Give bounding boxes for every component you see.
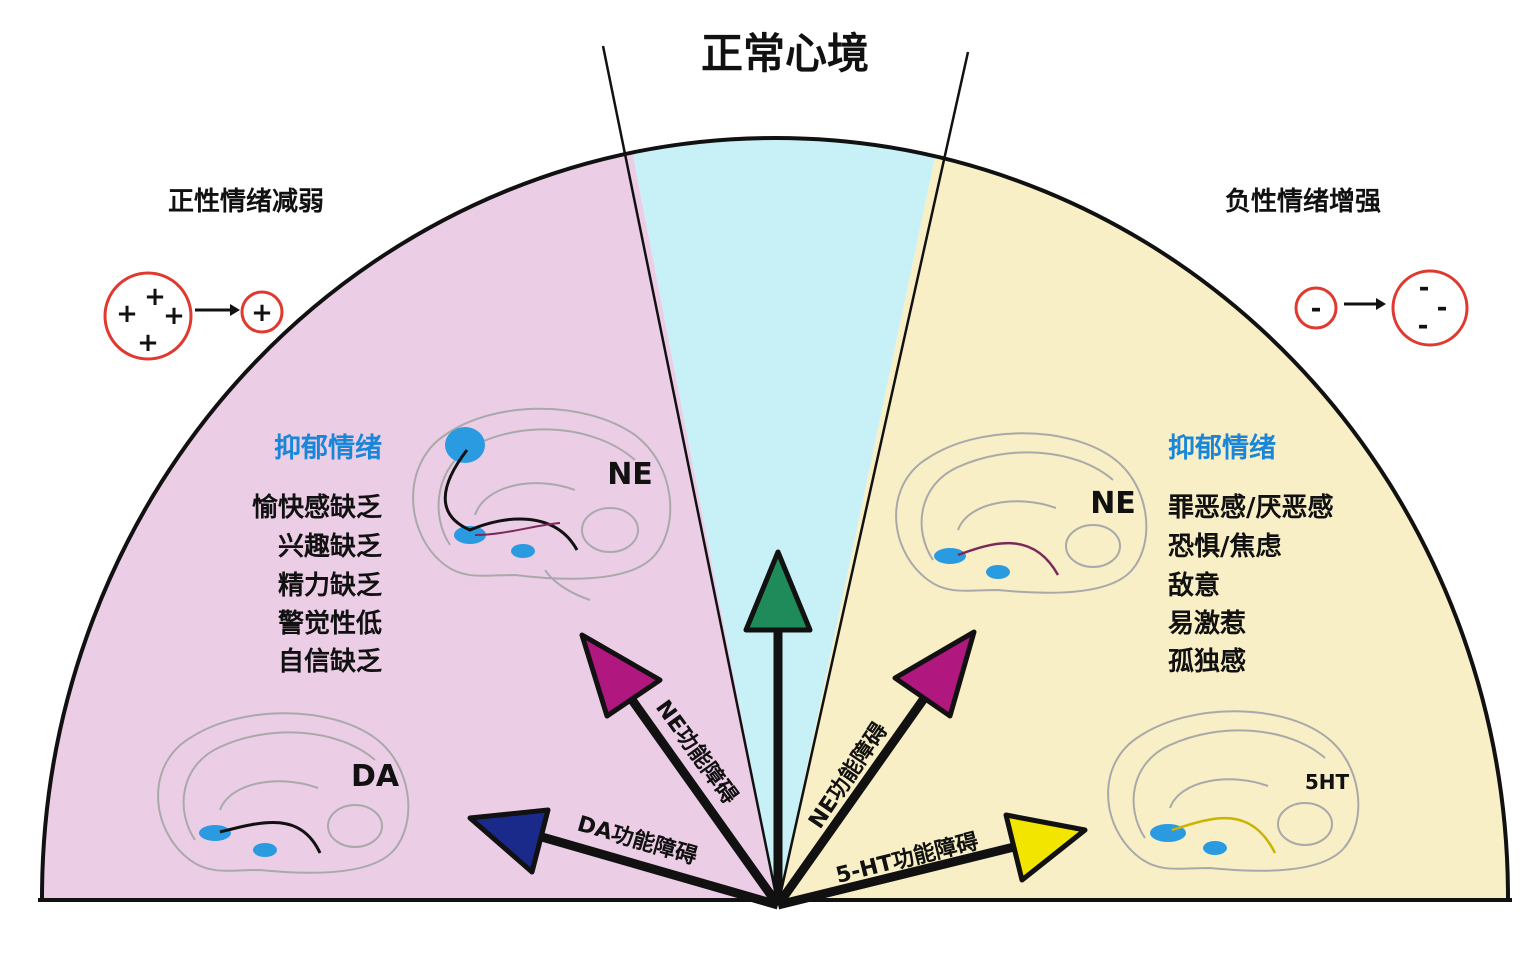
ne-pathway <box>957 542 1060 576</box>
ne-pathway <box>474 522 561 536</box>
minus-sign: - <box>1437 293 1448 323</box>
plus-sign: + <box>251 298 273 328</box>
right-region <box>778 138 1508 898</box>
right-symptom-list: 罪恶感/厌恶感 恐惧/焦虑 敌意 易激惹 孤独感 <box>1168 493 1334 677</box>
arrow-fan <box>467 549 1088 910</box>
arrow-5ht-head <box>1003 812 1088 883</box>
brain-label-ne-right: NE <box>1090 486 1136 521</box>
brain-nucleus <box>199 825 231 841</box>
symptom-item: 罪恶感/厌恶感 <box>1168 493 1334 523</box>
plus-sign: + <box>144 282 166 312</box>
positive-charge-symbol: + + + + + <box>103 271 284 361</box>
ne-pathway <box>443 449 579 551</box>
brain-label-5ht: 5HT <box>1305 770 1350 794</box>
left-heading: 正性情绪减弱 <box>168 186 324 217</box>
plus-sign: + <box>116 299 138 329</box>
left-region <box>42 138 778 898</box>
da-pathway <box>219 821 322 854</box>
negative-small-circle <box>1294 286 1338 330</box>
brain-illustration-da <box>157 712 410 874</box>
arrow-ne-left-head <box>579 632 663 719</box>
minus-sign: - <box>1311 294 1322 324</box>
arrow-da-shaft <box>533 830 780 910</box>
symptom-item: 自信缺乏 <box>278 646 382 677</box>
minus-sign: - <box>1418 311 1429 341</box>
arrow-ne-left-shaft <box>621 687 782 908</box>
center-region <box>603 138 968 898</box>
symptom-item: 易激惹 <box>1168 608 1246 639</box>
brain-label-ne-left: NE <box>607 457 653 492</box>
symptom-item: 恐惧/焦虑 <box>1168 531 1282 562</box>
minus-sign: - <box>1419 273 1430 303</box>
negative-charge-symbol: - - - - <box>1294 269 1469 347</box>
negative-big-circle <box>1391 269 1469 347</box>
brain-illustration-ne-left <box>412 407 672 601</box>
brain-nucleus <box>253 843 277 857</box>
arrow-da-head <box>467 807 551 875</box>
brain-nucleus <box>454 526 486 544</box>
arrow-center-head <box>743 549 813 633</box>
left-mood-title: 抑郁情绪 <box>274 433 382 464</box>
arrow-right-icon-head <box>230 304 240 316</box>
brain-nucleus <box>511 544 535 558</box>
right-mood-title: 抑郁情绪 <box>1168 433 1276 464</box>
symptom-item: 精力缺乏 <box>278 571 382 601</box>
symptom-item: 警觉性低 <box>278 608 382 639</box>
wedge-line-left <box>601 45 780 906</box>
arrow-5ht-shaft <box>776 840 1024 910</box>
semicircle-outline <box>40 136 1510 899</box>
wedge-line-right <box>776 51 970 906</box>
symptom-item: 兴趣缺乏 <box>278 532 382 562</box>
arrow-ne-right-shaft <box>774 687 934 908</box>
brain-illustration-ne-right <box>895 432 1148 594</box>
5ht-pathway <box>1171 817 1277 854</box>
brain-nucleus <box>1203 841 1227 855</box>
brain-nucleus <box>445 427 485 463</box>
plus-sign: + <box>163 301 185 331</box>
diagram-title: 正常心境 <box>701 29 869 78</box>
brain-nucleus <box>934 548 966 564</box>
arrow-right-icon-head <box>1376 298 1386 310</box>
brain-label-da: DA <box>351 759 400 794</box>
brain-nucleus <box>986 565 1010 579</box>
arrow-ne-right-head <box>892 629 977 719</box>
brain-illustration-5ht <box>1107 710 1360 872</box>
positive-small-circle <box>240 290 284 334</box>
left-symptom-list: 愉快感缺乏 兴趣缺乏 精力缺乏 警觉性低 自信缺乏 <box>252 492 382 677</box>
symptom-item: 愉快感缺乏 <box>252 492 382 523</box>
positive-big-circle <box>103 271 193 361</box>
symptom-item: 敌意 <box>1168 570 1220 601</box>
symptom-item: 孤独感 <box>1168 646 1246 677</box>
plus-sign: + <box>137 328 159 358</box>
right-heading: 负性情绪增强 <box>1225 186 1381 217</box>
